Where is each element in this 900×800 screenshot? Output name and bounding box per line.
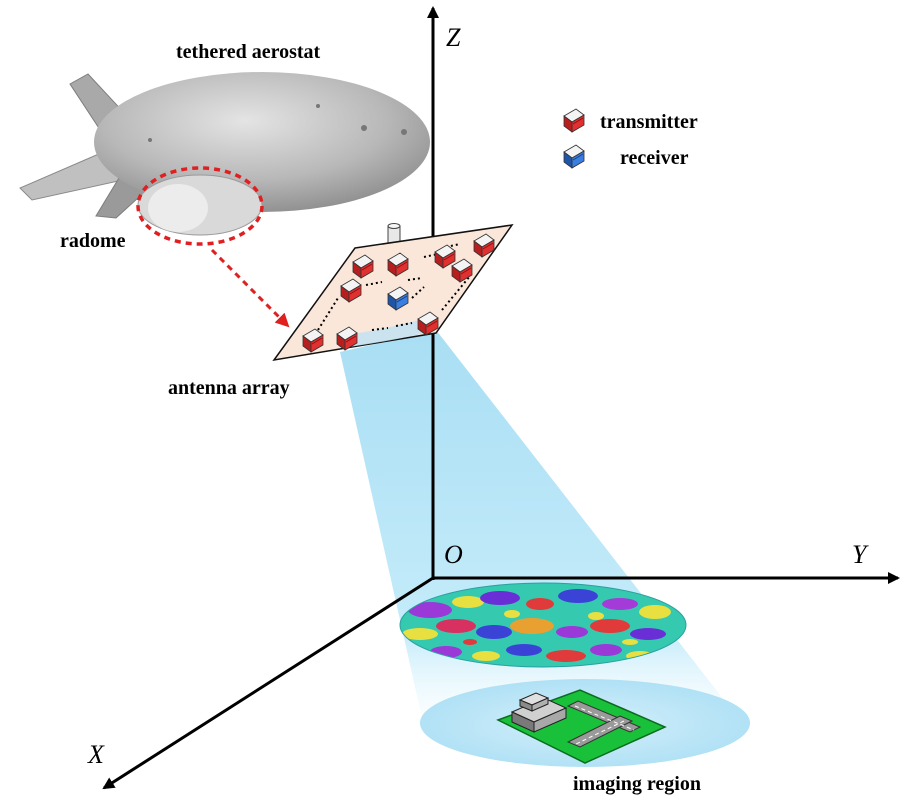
radar-beam	[340, 330, 752, 736]
radome-label: radome	[60, 230, 126, 252]
axis-x-label: X	[87, 740, 105, 769]
building-icon	[510, 692, 568, 733]
radome-marker	[136, 166, 264, 246]
aerostat-label: tethered aerostat	[176, 41, 321, 63]
heatmap-image	[400, 583, 686, 667]
axis-y-label: Y	[852, 540, 869, 569]
legend: transmitter receiver	[563, 108, 698, 169]
axis-z-label: Z	[446, 23, 461, 52]
legend-transmitter-label: transmitter	[600, 111, 698, 133]
antenna-array	[272, 223, 514, 362]
receiver-legend-icon	[563, 144, 585, 169]
transmitter-legend-icon	[563, 108, 585, 133]
imaging-region-label: imaging region	[573, 773, 701, 795]
antenna-array-label: antenna array	[168, 377, 290, 399]
aerostat-icon	[19, 72, 430, 236]
heatmap-outline	[399, 582, 687, 668]
x-axis	[102, 576, 434, 790]
radome-arrow	[210, 248, 290, 328]
ground-target	[496, 689, 667, 764]
legend-receiver-label: receiver	[620, 147, 689, 169]
runway-icon	[566, 700, 642, 748]
origin-label: O	[444, 540, 463, 569]
